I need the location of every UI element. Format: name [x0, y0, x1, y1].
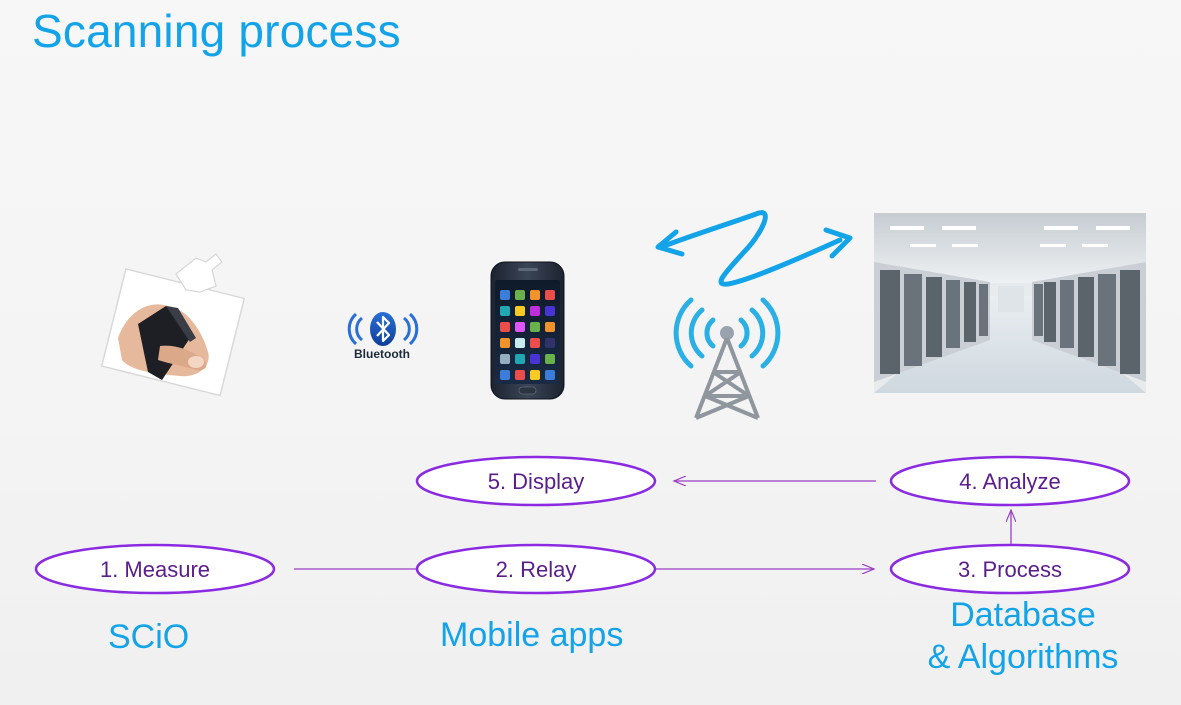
node-display: 5. Display: [415, 455, 657, 507]
node-measure-label: 1. Measure: [100, 557, 210, 582]
node-analyze: 4. Analyze: [889, 455, 1131, 507]
bluetooth-icon: Bluetooth: [347, 312, 419, 361]
bluetooth-label: Bluetooth: [354, 347, 410, 361]
node-process-label: 3. Process: [958, 557, 1062, 582]
caption-database: Database: [950, 596, 1096, 634]
data-center-icon: [874, 213, 1146, 393]
wireless-link-icon: [655, 210, 853, 287]
node-measure: 1. Measure: [34, 543, 276, 595]
scio-device-icon: [100, 253, 246, 397]
smartphone-icon: [490, 261, 565, 400]
node-relay-label: 2. Relay: [496, 557, 577, 582]
caption-mobile-apps: Mobile apps: [440, 616, 624, 654]
caption-scio: SCiO: [108, 618, 190, 656]
page-title: Scanning process: [32, 5, 401, 57]
cell-tower-icon: [673, 297, 781, 420]
node-analyze-label: 4. Analyze: [959, 469, 1061, 494]
node-display-label: 5. Display: [488, 469, 585, 494]
node-process: 3. Process: [889, 543, 1131, 595]
caption-algorithms: & Algorithms: [927, 638, 1119, 676]
node-relay: 2. Relay: [415, 543, 657, 595]
caption-database-algorithms: Database & Algorithms: [924, 594, 1122, 678]
